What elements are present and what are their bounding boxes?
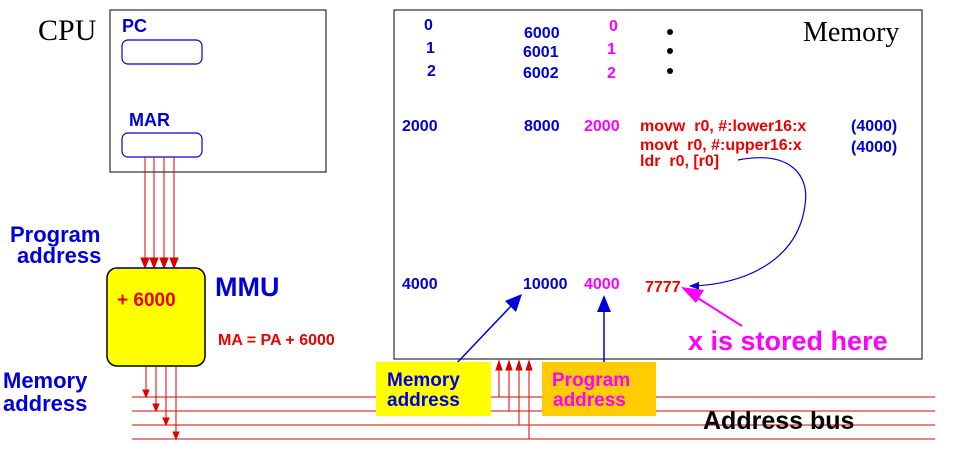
memory-row-1-ma: 6001	[523, 44, 559, 61]
mmu-offset: + 6000	[117, 290, 176, 311]
memory-row-1-pa: 1	[426, 40, 435, 57]
pc-label: PC	[122, 16, 147, 36]
operand-value-movw: (4000)	[851, 118, 897, 135]
memory-row-1-prog: 1	[607, 41, 616, 58]
memory-data-row-prog: 4000	[584, 276, 620, 293]
program-address-label-line2: address	[17, 243, 101, 268]
program-address-callout-line1: Program	[552, 370, 630, 391]
memory-code-row-ma: 8000	[524, 118, 560, 135]
memory-row-0-pa: 0	[424, 17, 433, 34]
mmu-box	[106, 267, 206, 367]
memory-address-callout-arrow	[454, 305, 512, 366]
instruction-ldr: ldr r0, [r0]	[640, 153, 719, 170]
memory-box	[393, 9, 923, 360]
memory-address-label-line2: address	[3, 391, 87, 416]
mmu-to-bus-lines	[142, 366, 180, 441]
address-bus-label: Address bus	[703, 407, 854, 435]
annotation-text: x is stored here	[688, 326, 888, 356]
memory-row-0-ma: 6000	[524, 25, 560, 42]
memory-address-callout-arrowhead	[505, 294, 522, 312]
mmu-title: MMU	[215, 272, 279, 302]
annotation-arrow-line	[692, 294, 743, 327]
program-address-callout-line2: address	[553, 390, 626, 411]
annotation-arrowhead	[681, 287, 704, 303]
memory-row-0-prog: 0	[609, 18, 618, 35]
operand-value-movt: (4000)	[851, 139, 897, 156]
program-address-lines	[140, 157, 179, 270]
memory-address-callout-line1: Memory	[387, 370, 460, 391]
memory-code-row-pa: 2000	[402, 118, 438, 135]
pc-register	[121, 39, 203, 65]
memory-address-callout-line2: address	[387, 390, 460, 411]
pointer-arrow	[689, 157, 807, 290]
memory-data-value: 7777	[645, 279, 681, 296]
memory-data-row-ma: 10000	[523, 276, 568, 293]
mar-register	[121, 132, 203, 158]
mmu-formula: MA = PA + 6000	[218, 332, 335, 349]
program-address-callout-box	[542, 362, 656, 416]
memory-data-row-pa: 4000	[402, 276, 438, 293]
ellipsis-dots	[667, 29, 673, 74]
cpu-title: CPU	[38, 14, 97, 47]
instruction-movt: movt r0, #:upper16:x	[640, 137, 802, 154]
program-address-label-line1: Program	[10, 222, 100, 247]
memory-address-callout-box	[376, 362, 491, 416]
bus-to-memory-lines	[495, 359, 533, 439]
memory-row-2-prog: 2	[607, 65, 616, 82]
memory-code-row-prog: 2000	[584, 118, 620, 135]
mar-label: MAR	[129, 110, 170, 130]
address-bus-lines	[132, 396, 935, 440]
memory-row-2-ma: 6002	[523, 65, 559, 82]
program-address-callout-arrowhead	[597, 295, 611, 312]
memory-address-label-line1: Memory	[3, 368, 88, 393]
memory-title: Memory	[803, 17, 899, 48]
memory-row-2-pa: 2	[427, 63, 436, 80]
instruction-movw: movw r0, #:lower16:x	[640, 118, 806, 135]
